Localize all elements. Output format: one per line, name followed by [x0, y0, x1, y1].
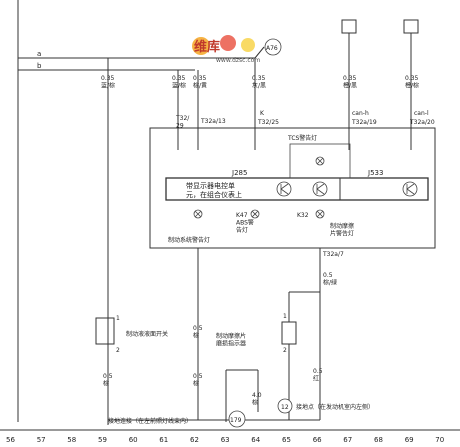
pin-k: K	[260, 110, 265, 117]
ref-a76-label: A76	[266, 45, 278, 52]
k32-desc: 制动摩擦片警告灯	[330, 222, 354, 238]
logo-site-text: www.dzsc.com	[216, 57, 260, 64]
scale-number: 56	[6, 436, 15, 444]
pin-t32a-13: T32a/13	[200, 118, 226, 125]
ground-left-label: 接地连接（在左前照灯线束内）	[108, 417, 192, 425]
tcs-lamp-loop	[289, 143, 351, 179]
pin-t32a-7: T32a/7	[322, 251, 344, 258]
pad-sensor-label: 制动摩擦片磨损指示器	[216, 332, 246, 348]
pin-t32a-19: T32a/19	[351, 119, 377, 126]
scale-number: 64	[251, 436, 260, 444]
abs-lamp-icon	[250, 209, 260, 219]
scale-number: 57	[37, 436, 46, 444]
pin-can-h: can-h	[352, 110, 369, 117]
scale-number: 69	[405, 436, 414, 444]
ref-179-label: 179	[230, 417, 242, 424]
fluid-switch-box	[95, 317, 115, 345]
scale-number: 62	[190, 436, 199, 444]
pad-sensor-pin1: 1	[283, 313, 287, 320]
fluid-switch-label: 制动液液面开关	[126, 330, 168, 338]
transistor-icon-2	[312, 181, 328, 197]
fluid-switch-pin2: 2	[116, 347, 120, 354]
tcs-lamp-icon	[315, 156, 325, 166]
j533-label: J533	[367, 169, 383, 177]
fluid-switch-pin1: 1	[116, 315, 120, 322]
connector-box-right	[403, 19, 419, 34]
scale-numbers: 56 57 58 59 60 61 62 63 64 65 66 67 68 69 70	[6, 436, 444, 444]
pin-t32a-20: T32a/20	[409, 119, 435, 126]
scale-number: 59	[98, 436, 107, 444]
ground-right-label: 接地点（在发动机室内左侧）	[296, 403, 374, 411]
scale-number: 70	[435, 436, 444, 444]
transistor-icon-3	[402, 181, 418, 197]
scale-number: 66	[313, 436, 322, 444]
tcs-lamp-label: TCS警告灯	[287, 134, 317, 142]
pad-lamp-icon	[315, 209, 325, 219]
ref-179-circle	[228, 410, 246, 428]
logo-cn-text: 维库	[194, 39, 220, 55]
j285-desc: 带显示器电控单元，在组合仪表上	[186, 181, 242, 199]
scale-number: 68	[374, 436, 383, 444]
logo-watermark: 维库 www.dzsc.com	[192, 35, 260, 64]
bus-b-label: b	[37, 62, 42, 70]
pin-t32-29: T32/29	[175, 115, 190, 130]
pin-can-l: can-l	[414, 110, 429, 117]
pad-sensor-box	[281, 321, 297, 345]
connector-box-left	[341, 19, 357, 34]
pin-t32-25: T32/25	[257, 119, 279, 126]
wire-4b	[254, 46, 265, 59]
k32-label: K32	[297, 212, 309, 219]
brake-lamp-label: 制动系统警告灯	[168, 236, 210, 244]
ref-a76-circle	[264, 38, 282, 56]
transistor-icon-1	[276, 181, 292, 197]
bus-a-label: a	[37, 50, 41, 58]
ref-12-label: 12	[281, 404, 289, 411]
brake-lamp-icon	[193, 209, 203, 219]
j285-housing	[149, 127, 436, 249]
scale-number: 63	[221, 436, 230, 444]
scale-number: 60	[129, 436, 138, 444]
pad-sensor-pin2: 2	[283, 347, 287, 354]
scale-number: 58	[67, 436, 76, 444]
scale-number: 65	[282, 436, 291, 444]
j285-label: J285	[231, 169, 247, 177]
scale-number: 61	[159, 436, 168, 444]
scale-number: 67	[343, 436, 352, 444]
ref-12-circle	[277, 398, 293, 414]
